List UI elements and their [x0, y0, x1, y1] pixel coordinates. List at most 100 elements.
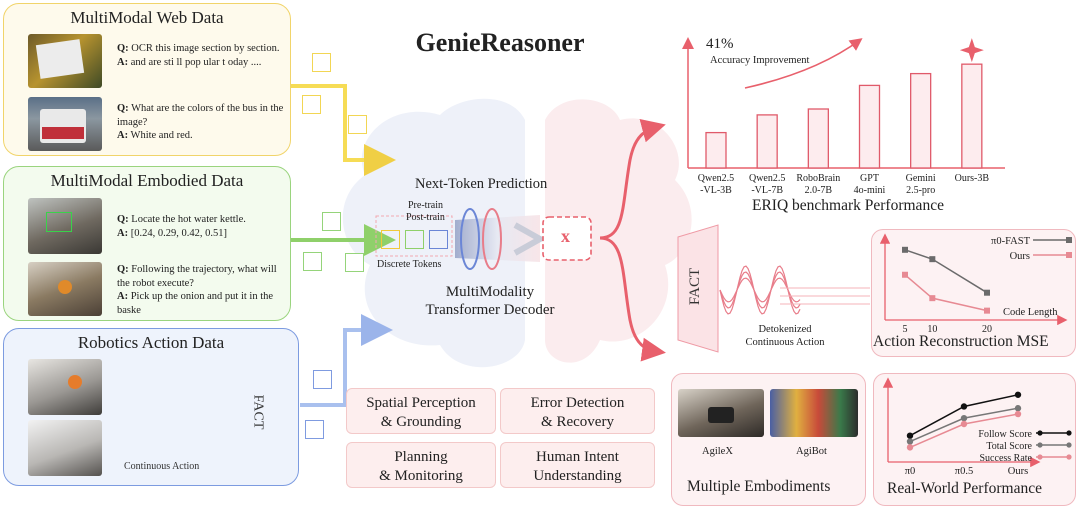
legend-label: Follow Score: [978, 429, 1032, 440]
token-square: [313, 370, 332, 389]
improvement-value: 41%: [706, 36, 734, 52]
x-tick-label: Ours: [1008, 466, 1028, 477]
legend-marker: [1066, 252, 1072, 258]
x-tick-label: GPT: [860, 173, 879, 184]
x-tick-label: -VL-7B: [751, 185, 783, 196]
x-tick-label: Qwen2.5: [698, 173, 734, 184]
robotics-data-panel: Robotics Action Data FACT Continuous Act…: [3, 328, 299, 486]
mse-caption: Action Reconstruction MSE: [873, 333, 1049, 350]
data-point: [929, 295, 936, 302]
web-data-panel: MultiModal Web Data Q: OCR this image se…: [3, 3, 291, 156]
x-tick-label: RoboBrain: [796, 173, 840, 184]
data-point: [1014, 391, 1022, 398]
eriq-caption: ERIQ benchmark Performance: [752, 197, 944, 214]
data-point: [960, 403, 968, 410]
robot-arm-image: [28, 359, 102, 415]
token-yellow: [381, 230, 400, 249]
token-square: [302, 95, 321, 114]
agibot-image: [770, 389, 858, 437]
pretrain-label: Pre-train: [408, 200, 443, 211]
x-tick-label: π0.5: [955, 466, 973, 477]
x-tick-label: 2.5-pro: [906, 185, 935, 196]
kettle-image: [28, 198, 102, 254]
panel-title: MultiModal Web Data: [70, 8, 224, 27]
bar: [705, 131, 727, 169]
x-tick-label: 10: [927, 324, 937, 335]
token-green: [405, 230, 424, 249]
legend-label: Success Rate: [980, 453, 1033, 464]
improvement-label: Accuracy Improvement: [710, 55, 810, 66]
agilex-image: [678, 389, 764, 437]
data-point: [929, 256, 936, 263]
embodied-qa-2: Q: Following the trajectory, what will t…: [117, 264, 277, 316]
panel-title: MultiModal Embodied Data: [50, 171, 244, 190]
predicted-token: x: [561, 226, 570, 246]
legend-marker: [1037, 454, 1043, 460]
x-tick-label: 4o-mini: [854, 185, 886, 196]
onion-image: [28, 262, 102, 316]
token-square: [305, 420, 324, 439]
page-title: GenieReasoner: [415, 28, 585, 57]
legend-label: Total Score: [986, 441, 1032, 452]
x-tick-label: π0: [905, 466, 916, 477]
bar: [858, 84, 881, 169]
ocr-sign-image: [28, 34, 102, 88]
legend-marker: [1066, 237, 1072, 243]
sparkle-icon: [959, 38, 984, 63]
legend-marker: [1066, 430, 1072, 436]
data-point: [906, 438, 914, 445]
bus-image: [28, 97, 102, 151]
token-square: [345, 253, 364, 272]
legend-marker: [1066, 454, 1072, 460]
data-point: [984, 307, 990, 314]
bar: [961, 63, 983, 169]
x-tick-label: Qwen2.5: [749, 173, 785, 184]
discrete-tokens-label: Discrete Tokens: [377, 259, 442, 270]
bar: [807, 108, 829, 169]
x-tick-label: Ours-3B: [955, 173, 990, 184]
legend-marker: [1066, 442, 1072, 448]
embodiments-caption: Multiple Embodiments: [687, 478, 831, 495]
data-point: [902, 271, 908, 278]
panel-title: Robotics Action Data: [77, 333, 225, 352]
legend-marker: [1037, 442, 1043, 448]
data-point: [1014, 405, 1022, 412]
legend-label: π0-FAST: [991, 236, 1031, 247]
data-point: [902, 246, 908, 253]
token-square: [303, 252, 322, 271]
continuous-action-caption: Continuous Action: [124, 461, 200, 472]
capability-error: Error Detection& Recovery: [500, 388, 655, 434]
realworld-panel: [873, 373, 1076, 506]
x-tick-label: -VL-3B: [700, 185, 732, 196]
next-token-label: Next-Token Prediction: [415, 176, 548, 192]
mse-xlabel: Code Length: [1003, 307, 1058, 318]
data-point: [1014, 410, 1022, 418]
x-tick-label: 20: [982, 324, 992, 335]
x-tick-label: 5: [903, 324, 908, 335]
bar: [756, 114, 778, 169]
robot-table-image: [28, 420, 102, 476]
embodiments-panel: AgileX AgiBot Multiple Embodiments: [671, 373, 866, 506]
web-qa-1: Q: OCR this image section by section. A:…: [117, 43, 280, 68]
data-point: [906, 444, 914, 451]
web-qa-2: Q: What are the colors of the bus in the…: [117, 103, 284, 141]
token-blue: [429, 230, 448, 249]
capability-planning: Planning& Monitoring: [346, 442, 496, 488]
embodied-data-panel: MultiModal Embodied Data Q: Locate the h…: [3, 166, 291, 321]
token-square: [348, 115, 367, 134]
data-point: [960, 420, 968, 428]
x-tick-label: 2.0-7B: [805, 185, 833, 196]
agilex-label: AgileX: [702, 446, 733, 457]
posttrain-label: Post-train: [406, 212, 445, 223]
data-point: [984, 289, 990, 296]
x-tick-label: Gemini: [906, 173, 936, 184]
agibot-label: AgiBot: [796, 446, 827, 457]
embodied-qa-1: Q: Locate the hot water kettle. A: [0.24…: [117, 214, 246, 239]
bar: [910, 72, 932, 169]
